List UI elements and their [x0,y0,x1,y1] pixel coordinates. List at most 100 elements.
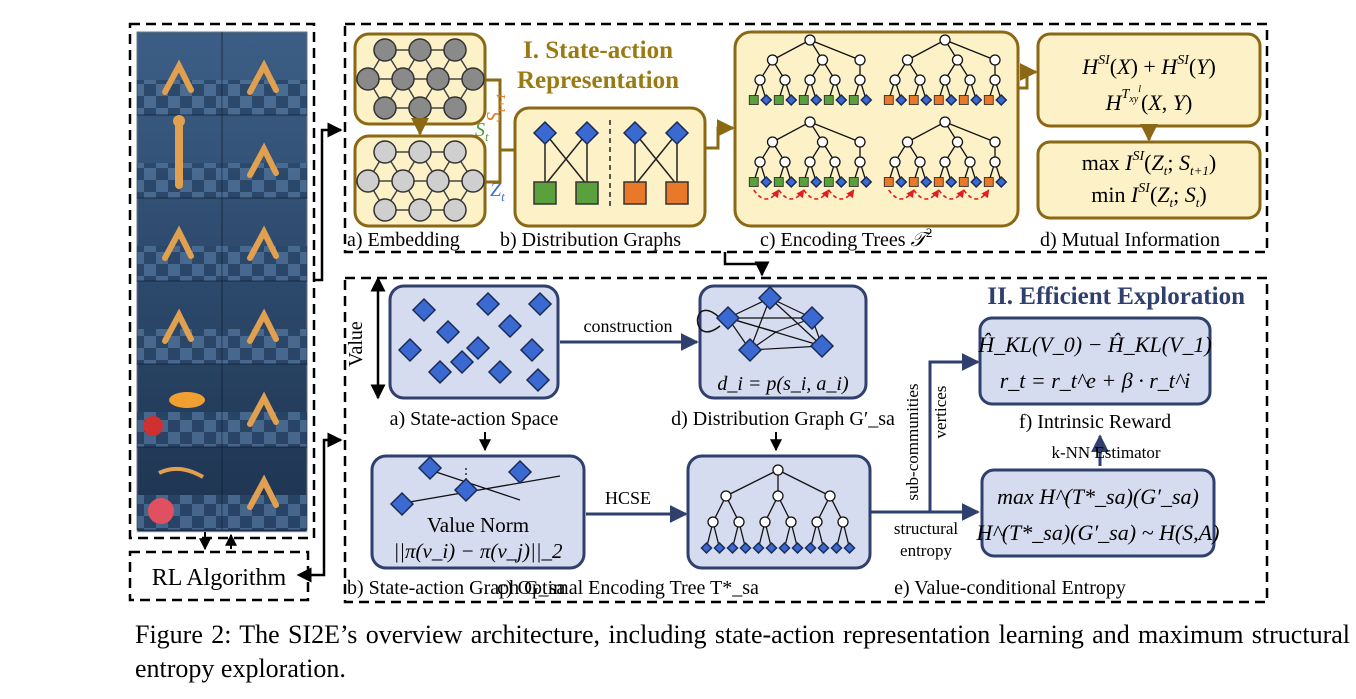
state-action-diamond [525,367,551,393]
tree-leaf-square [883,177,894,187]
tree-leaf-diamond [970,93,983,107]
tree-node [829,74,841,86]
sub-communities-label: sub-communities [903,383,922,500]
state-connector [485,78,502,150]
tree-node [733,516,745,528]
robot-limb [247,142,279,178]
vertices-label: vertices [931,386,950,439]
graph-diamond [389,491,415,517]
sim-floor [222,495,307,530]
state-action-diamond [475,291,501,317]
tree-leaf-diamond [860,175,873,189]
dashed-link [828,189,855,200]
tree-node [804,156,816,168]
section1-title-line1: I. State-action [523,37,673,64]
graph-node [373,140,397,164]
graph-node [373,38,397,62]
tree-edge [772,39,811,61]
tree-leaf-diamond [713,541,726,555]
tree-node [989,156,1001,168]
graph-diamond [507,459,533,485]
tree-node [824,490,836,502]
tree-leaf-diamond [945,93,958,107]
tree-node [811,516,823,528]
graph-node [461,169,485,193]
tree-node [901,54,914,66]
graph-node [461,67,485,91]
tree-node [766,54,779,66]
robot-limb [162,225,194,261]
tree-edge [944,121,996,143]
min-mi-formula: min ISI(Zt; St) [1091,181,1207,210]
sim-floor [222,246,307,281]
tree-node [951,54,964,66]
graph-edge [769,297,823,347]
tree-edge [907,121,946,143]
state-st1-label: St+1 [483,93,508,122]
tree-node [754,156,766,168]
tree-node [854,54,866,66]
action-diamond [532,120,558,146]
tree-edge [772,121,811,143]
tree-node [854,136,866,148]
label-value-conditional: e) Value-conditional Entropy [894,577,1126,599]
tree-node [964,74,976,86]
construction-label: construction [584,316,673,336]
tree-node [772,464,784,476]
label-embedding: a) Embedding [347,229,460,251]
tree-node [779,156,791,168]
label-distribution-graph: d) Distribution Graph G′_sa [671,408,895,430]
tree-leaf-square [773,177,784,187]
simulation-environments-panel [128,22,316,540]
sim-floor [137,246,222,281]
tree-node [939,34,951,46]
tree-leaf-diamond [760,175,773,189]
tree-node [816,136,829,148]
tree-leaf-diamond [765,541,778,555]
state-square [665,181,689,205]
label-mutual-information: d) Mutual Information [1040,229,1220,251]
tree-leaf-diamond [945,175,958,189]
sim-floor [222,80,307,115]
robot-limb [247,474,279,510]
state-action-diamond [519,337,545,363]
tree-leaf-diamond [995,175,1008,189]
tree-leaf-diamond [760,93,773,107]
dashed-link [753,189,780,200]
tree-leaf-square [958,95,969,105]
knn-label: k-NN Estimator [1051,443,1160,462]
tree-node [914,74,926,86]
value-norm-formula: ||π(v_i) − π(v_j)||_2 [393,539,563,563]
tree-leaf-diamond [970,175,983,189]
tree-leaf-diamond [785,93,798,107]
dashed-link [803,189,830,200]
robot-limb [247,59,279,95]
tree-edge [944,39,996,61]
tree-leaf-diamond [895,93,908,107]
tree-leaf-diamond [810,175,823,189]
state-action-graph-box [370,454,586,570]
sim-floor [222,329,307,364]
tree-node [854,74,866,86]
target-ball [143,416,163,436]
tree-leaf-square [883,95,894,105]
tree-leaf-diamond [739,541,752,555]
bipartite-edge [544,132,588,186]
tree-node [989,74,1001,86]
reward-formula: r_t = r_t^e + β · r_t^i [1000,368,1191,393]
tree-node [720,490,732,502]
tree-node [889,74,901,86]
ball [148,498,174,524]
bipartite-edge [634,132,678,186]
tree-node [804,34,816,46]
tree-leaf-diamond [804,541,817,555]
tree-leaf-diamond [835,93,848,107]
tree-leaf-diamond [835,175,848,189]
graph-node [373,198,397,222]
tree-leaf-square [748,177,759,187]
fish-body [169,392,205,408]
dashed-link [778,189,805,200]
tree-leaf-diamond [830,541,843,555]
state-square [575,181,599,205]
